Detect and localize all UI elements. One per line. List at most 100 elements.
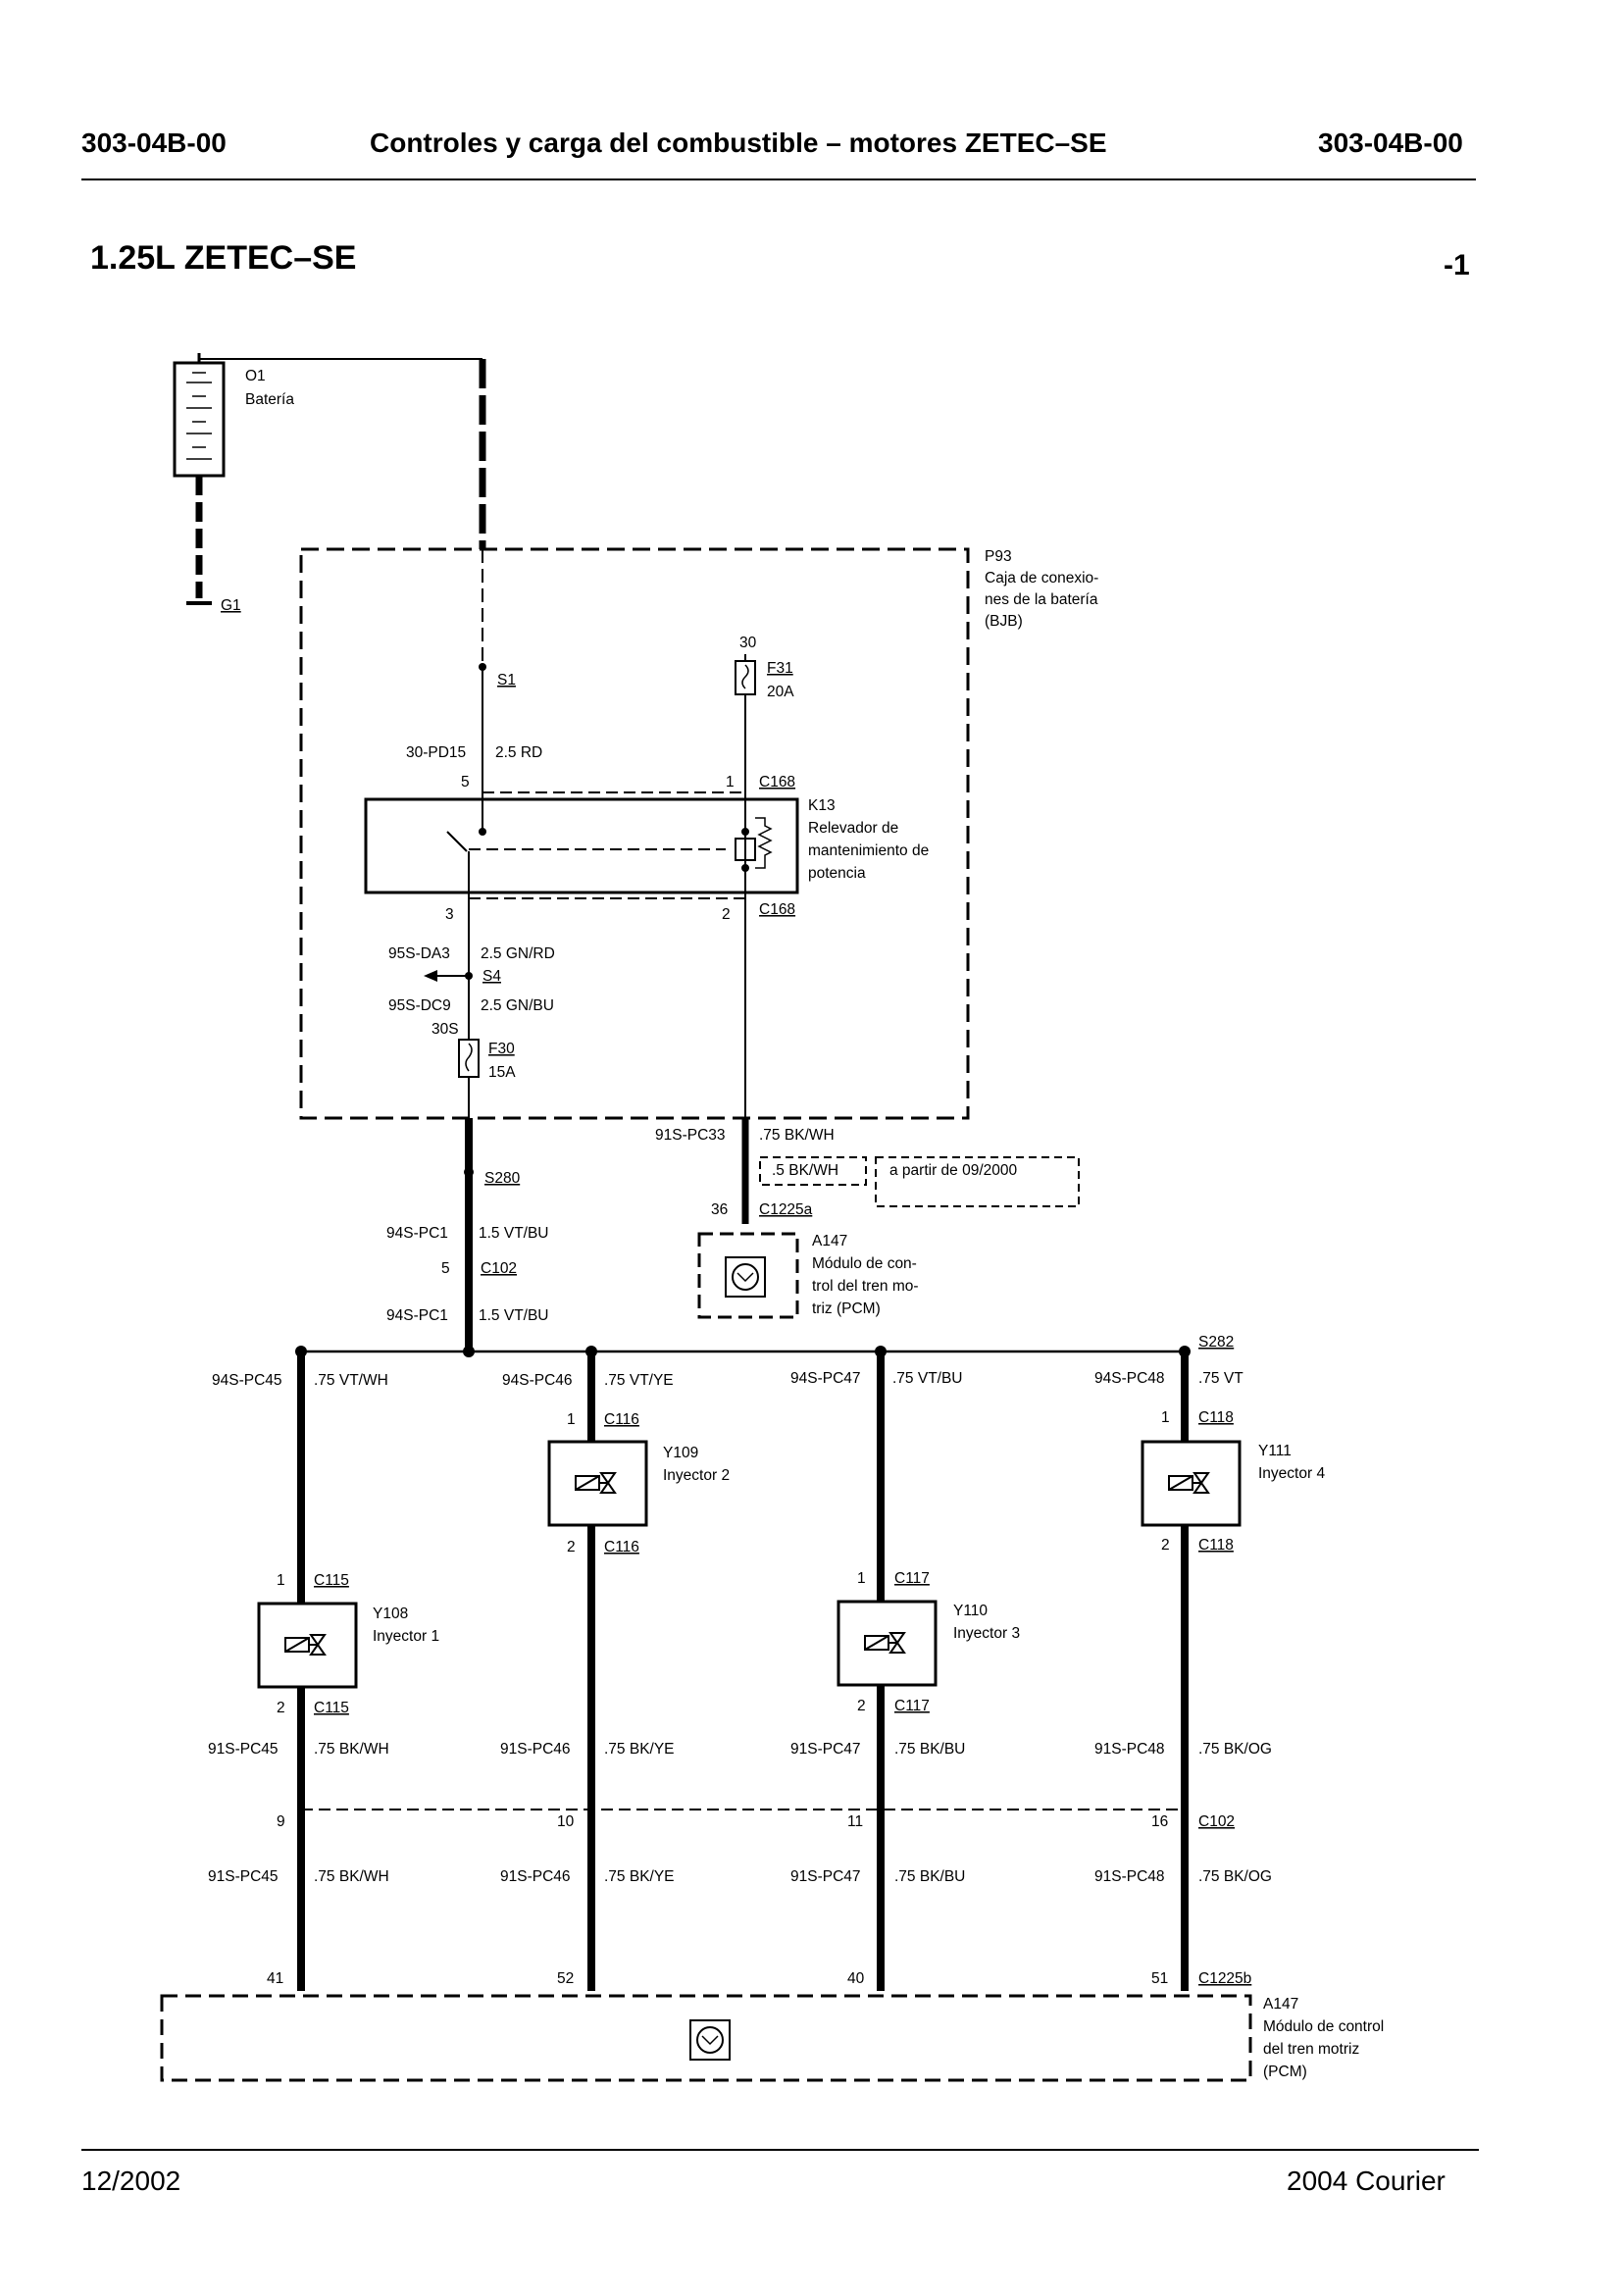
injector-solenoid-icon — [575, 1472, 617, 1494]
inj2-pin1: 1 — [567, 1411, 576, 1428]
doc-code-left: 303-04B-00 — [81, 127, 227, 158]
c102-pin: 5 — [441, 1260, 450, 1277]
inj4-c102-pin: 16 — [1151, 1813, 1168, 1830]
inj4-pcm-spec: .75 BK/OG — [1198, 1868, 1272, 1885]
page-number: -1 — [1444, 249, 1470, 281]
pcm-top-name-1: Módulo de con- — [812, 1255, 917, 1272]
bjb-name-1: Caja de conexio- — [985, 570, 1098, 586]
wire-94spc1-b-spec: 1.5 VT/BU — [479, 1307, 549, 1324]
wire-91spc33-circuit: 91S-PC33 — [655, 1127, 726, 1144]
c1225a-id: C1225a — [759, 1201, 813, 1218]
fuse-f31-rating: 20A — [767, 684, 794, 700]
inj2-bot-circuit: 91S-PC46 — [500, 1741, 571, 1758]
splice-s1: S1 — [497, 672, 516, 688]
inj3-pcm-pin: 40 — [847, 1970, 865, 1987]
inj4-top-circuit: 94S-PC48 — [1094, 1370, 1165, 1387]
splice-s4: S4 — [482, 968, 501, 985]
header-rule — [81, 178, 1476, 180]
inj4-conn-bottom: C118 — [1198, 1537, 1234, 1554]
injector-solenoid-icon — [1168, 1472, 1210, 1494]
pcm-bottom-box — [160, 1994, 1252, 2082]
inj3-pin1: 1 — [857, 1570, 866, 1587]
battery-symbol — [173, 353, 226, 478]
relay-pin-1: 1 — [726, 774, 735, 790]
injector-y111-box — [1141, 1440, 1242, 1527]
injector-solenoid-icon — [864, 1632, 906, 1654]
inj1-c102-pin: 9 — [277, 1813, 285, 1830]
fuse-f30-id: F30 — [488, 1041, 515, 1057]
injector-y108-box — [257, 1602, 358, 1689]
splice-s280: S280 — [484, 1170, 521, 1187]
footer-rule — [81, 2149, 1479, 2151]
inj3-id: Y110 — [953, 1603, 988, 1619]
relay-pin-5: 5 — [461, 774, 470, 790]
relay-connector-bottom: C168 — [759, 901, 795, 918]
footer-model: 2004 Courier — [1287, 2166, 1446, 2196]
relay-connector-top: C168 — [759, 774, 795, 790]
c1225b-id: C1225b — [1198, 1970, 1251, 1987]
wire-94spc1-a-circuit: 94S-PC1 — [386, 1225, 448, 1242]
fuse-f31-pin: 30 — [739, 635, 757, 651]
relay-id: K13 — [808, 797, 836, 814]
relay-name-2: mantenimiento de — [808, 842, 929, 859]
inj1-name: Inyector 1 — [373, 1628, 439, 1645]
inj3-conn-bottom: C117 — [894, 1698, 930, 1714]
inj4-pin1: 1 — [1161, 1409, 1170, 1426]
inj4-bot-spec: .75 BK/OG — [1198, 1741, 1272, 1758]
section-title: 1.25L ZETEC–SE — [90, 239, 357, 277]
c102-lower-id: C102 — [1198, 1813, 1235, 1830]
inj2-top-circuit: 94S-PC46 — [502, 1372, 573, 1389]
inj2-id: Y109 — [663, 1445, 698, 1461]
inj2-pcm-pin: 52 — [557, 1970, 574, 1987]
bjb-id: P93 — [985, 548, 1012, 565]
c1225a-pin: 36 — [711, 1201, 728, 1218]
bjb-name-3: (BJB) — [985, 613, 1023, 630]
inj4-conn-top: C118 — [1198, 1409, 1234, 1426]
inj2-name: Inyector 2 — [663, 1467, 730, 1484]
inj3-top-circuit: 94S-PC47 — [790, 1370, 861, 1387]
inj1-bot-circuit: 91S-PC45 — [208, 1741, 279, 1758]
inj1-top-circuit: 94S-PC45 — [212, 1372, 282, 1389]
inj2-c102-pin: 10 — [557, 1813, 575, 1830]
inj1-top-spec: .75 VT/WH — [314, 1372, 388, 1389]
pcm-bottom-id: A147 — [1263, 1996, 1298, 2013]
pcm-top-id: A147 — [812, 1233, 847, 1249]
inj3-pcm-spec: .75 BK/BU — [894, 1868, 965, 1885]
wire-91spc33-spec: .75 BK/WH — [759, 1127, 835, 1144]
relay-pin-2: 2 — [722, 906, 731, 923]
inj2-conn-top: C116 — [604, 1411, 639, 1428]
inj2-pin2: 2 — [567, 1539, 576, 1555]
footer-date: 12/2002 — [81, 2166, 181, 2196]
inj2-bot-spec: .75 BK/YE — [604, 1741, 675, 1758]
injector-solenoid-icon — [284, 1634, 327, 1656]
inj3-pin2: 2 — [857, 1698, 866, 1714]
inj1-conn-top: C115 — [314, 1572, 349, 1589]
wire-30pd15-spec: 2.5 RD — [495, 744, 542, 761]
inj4-pcm-circuit: 91S-PC48 — [1094, 1868, 1165, 1885]
relay-k13-box — [364, 797, 799, 894]
inj3-top-spec: .75 VT/BU — [892, 1370, 963, 1387]
relay-pin-3: 3 — [445, 906, 454, 923]
relay-name-1: Relevador de — [808, 820, 898, 837]
c102-id: C102 — [481, 1260, 517, 1277]
inj3-pcm-circuit: 91S-PC47 — [790, 1868, 861, 1885]
inj4-bot-circuit: 91S-PC48 — [1094, 1741, 1165, 1758]
inj3-c102-pin: 11 — [847, 1813, 863, 1830]
pcm-top-box — [697, 1232, 799, 1319]
wire-95sda3-circuit: 95S-DA3 — [388, 945, 450, 962]
fuse-f31-id: F31 — [767, 660, 793, 677]
inj3-name: Inyector 3 — [953, 1625, 1020, 1642]
inj1-pin1: 1 — [277, 1572, 285, 1589]
pcm-bottom-name-2: del tren motriz — [1263, 2041, 1359, 2058]
inj2-pcm-spec: .75 BK/YE — [604, 1868, 675, 1885]
inj1-bot-spec: .75 BK/WH — [314, 1741, 389, 1758]
inj3-conn-top: C117 — [894, 1570, 930, 1587]
splice-s282: S282 — [1198, 1334, 1234, 1351]
inj4-name: Inyector 4 — [1258, 1465, 1325, 1482]
inj2-top-spec: .75 VT/YE — [604, 1372, 674, 1389]
doc-title: Controles y carga del combustible – moto… — [370, 127, 1107, 158]
fuse-f30-rating: 15A — [488, 1064, 516, 1081]
ground-label: G1 — [221, 597, 241, 614]
wire-95sdc9-circuit: 95S-DC9 — [388, 997, 451, 1014]
